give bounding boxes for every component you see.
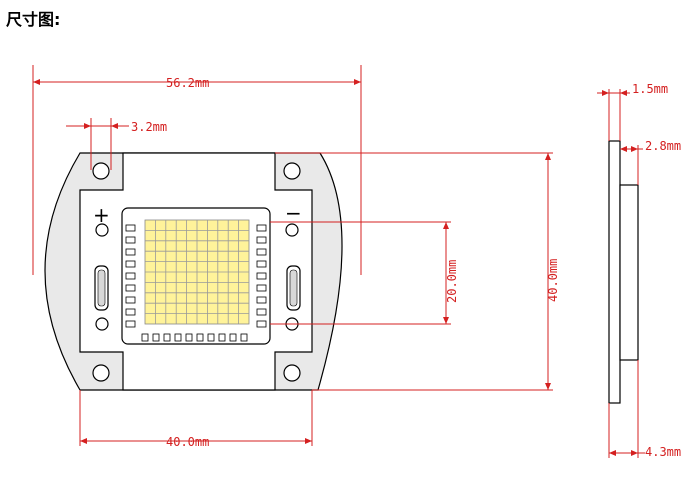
dim-board-width: 40.0mm [166, 435, 209, 449]
dim-side-total: 4.3mm [645, 445, 681, 459]
pad-bottom-left [95, 317, 109, 331]
led-grid-lines [145, 220, 249, 324]
dim-side-thin: 1.5mm [632, 82, 668, 96]
mount-hole-bottom-left [92, 364, 110, 382]
side-base [608, 140, 621, 404]
polarity-minus: − [285, 201, 302, 225]
pad-top-right [285, 223, 299, 237]
diagram-title: 尺寸图: [6, 10, 61, 29]
dim-led-height: 20.0mm [445, 260, 459, 303]
dim-hole-offset: 3.2mm [131, 120, 167, 134]
side-chip [619, 184, 639, 361]
dim-overall-width: 56.2mm [166, 76, 209, 90]
slot-left-inner [97, 269, 106, 307]
mount-hole-bottom-right [283, 364, 301, 382]
pad-top-left [95, 223, 109, 237]
slot-right-inner [289, 269, 298, 307]
dim-board-height: 40.0mm [546, 259, 560, 302]
polarity-plus: + [93, 203, 110, 227]
frame-comb [125, 224, 267, 342]
mount-hole-top-left [92, 162, 110, 180]
mount-hole-top-right [283, 162, 301, 180]
dim-side-mid: 2.8mm [645, 139, 681, 153]
